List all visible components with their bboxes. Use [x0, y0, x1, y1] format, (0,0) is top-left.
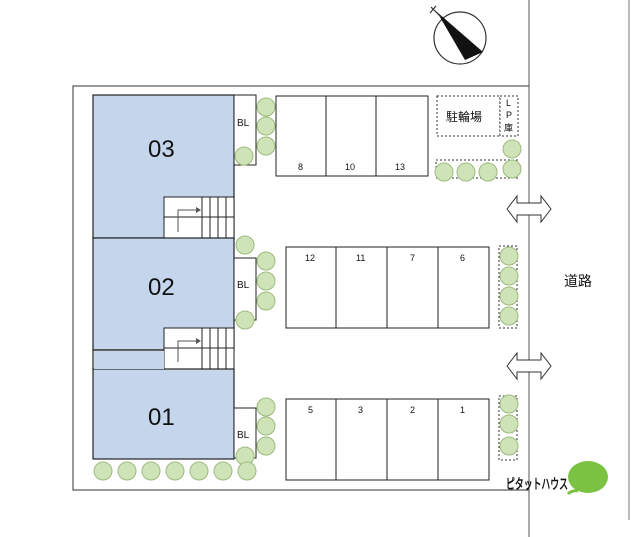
- fence: [435, 159, 519, 179]
- parking-number: 6: [460, 253, 465, 263]
- parking-number: 12: [305, 253, 315, 263]
- brand-name: ピタットハウス: [506, 477, 568, 493]
- tree-icon: [499, 394, 519, 414]
- parking-number: 8: [298, 162, 303, 172]
- tree-icon: [499, 414, 519, 434]
- bicycle-parking-label: 駐輪場: [446, 109, 482, 124]
- unit-label: 02: [148, 274, 175, 301]
- tree-icon: [499, 306, 519, 326]
- tree-icon: [256, 291, 276, 311]
- arrow-double-icon: [506, 351, 552, 381]
- lp-label-1: L: [506, 98, 511, 108]
- parking-number: 7: [410, 253, 415, 263]
- tree-icon: [93, 461, 113, 481]
- unit-03: 03 BL: [92, 94, 257, 239]
- tree-icon: [235, 310, 255, 330]
- tree-icon: [189, 461, 209, 481]
- parking-number: 13: [395, 162, 405, 172]
- parking-number: 3: [358, 405, 363, 415]
- tree-icon: [256, 271, 276, 291]
- tree-icon: [499, 246, 519, 266]
- unit-label: 03: [148, 136, 175, 163]
- tree-icon: [478, 162, 498, 182]
- tree-icon: [235, 235, 255, 255]
- balcony-label: BL: [237, 430, 250, 441]
- trees: [93, 97, 522, 481]
- stairs-icon: [163, 196, 235, 239]
- compass-icon: [429, 5, 487, 65]
- parking-number: 11: [356, 253, 365, 263]
- tree-icon: [141, 461, 161, 481]
- balcony-label: BL: [237, 280, 250, 291]
- parking-row-bottom: 5 3 2 1: [285, 398, 490, 481]
- parking-number: 1: [460, 405, 465, 415]
- tree-icon: [165, 461, 185, 481]
- unit-02: 02 BL: [92, 237, 257, 370]
- lp-storage: L P 庫: [499, 95, 519, 137]
- tree-icon: [256, 416, 276, 436]
- tree-icon: [499, 266, 519, 286]
- lp-label-3: 庫: [504, 122, 513, 133]
- unit-01: 01 BL: [92, 349, 257, 460]
- tree-icon: [256, 251, 276, 271]
- tree-icon: [237, 461, 257, 481]
- balcony-label: BL: [237, 118, 250, 129]
- lp-label-2: P: [506, 110, 512, 120]
- tree-icon: [117, 461, 137, 481]
- tree-icon: [434, 162, 454, 182]
- tree-icon: [499, 286, 519, 306]
- tree-icon: [456, 162, 476, 182]
- tree-icon: [256, 436, 276, 456]
- tree-icon: [256, 116, 276, 136]
- parking-row-middle: 12 11 7 6: [285, 246, 490, 329]
- road-label: 道路: [564, 274, 592, 290]
- parking-number: 2: [410, 405, 415, 415]
- brand-logo-icon: [566, 461, 608, 496]
- tree-icon: [234, 146, 254, 166]
- tree-icon: [256, 97, 276, 117]
- parking-row-top: 8 10 13: [275, 95, 429, 177]
- tree-icon: [502, 139, 522, 159]
- stairs-icon: [163, 327, 235, 370]
- parking-number: 5: [308, 405, 313, 415]
- tree-icon: [256, 397, 276, 417]
- tree-icon: [502, 159, 522, 179]
- unit-label: 01: [148, 404, 175, 431]
- tree-icon: [499, 436, 519, 456]
- arrow-double-icon: [506, 194, 552, 224]
- bicycle-parking: 駐輪場: [436, 95, 501, 137]
- parking-number: 10: [345, 162, 355, 172]
- tree-icon: [213, 461, 233, 481]
- tree-icon: [256, 136, 276, 156]
